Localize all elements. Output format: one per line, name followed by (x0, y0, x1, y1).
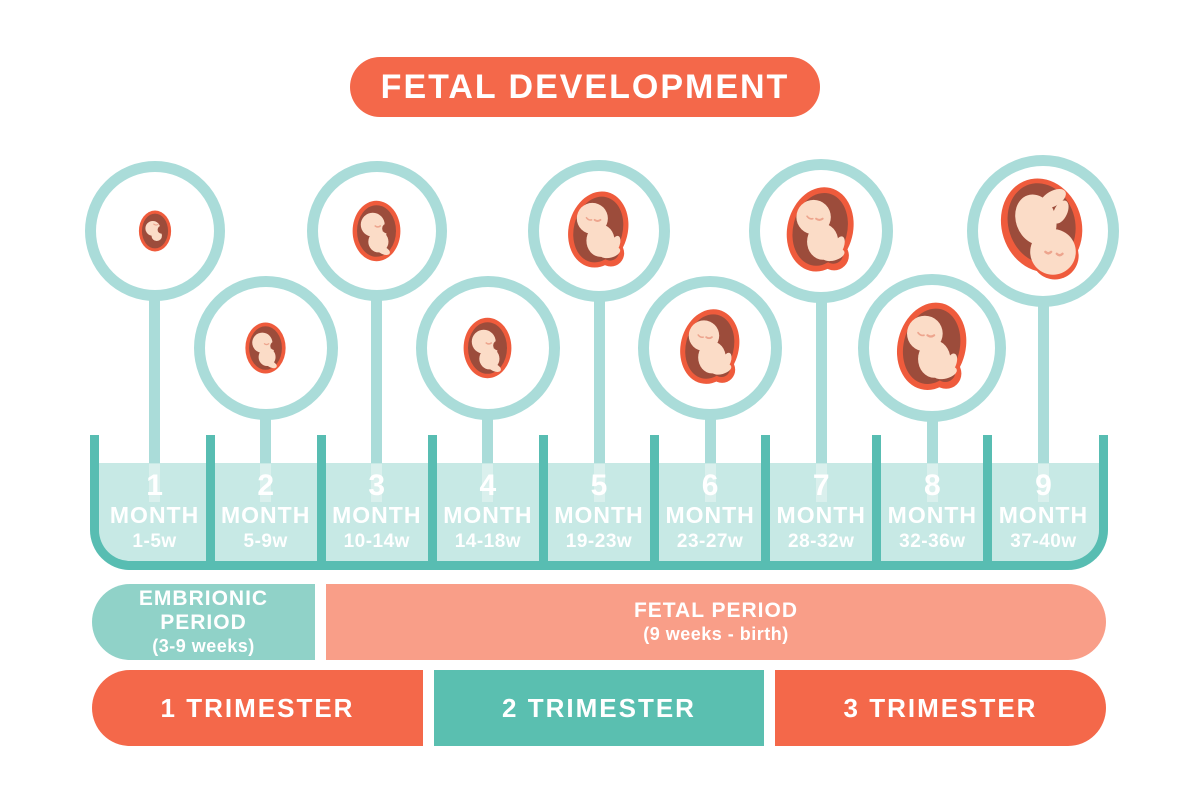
connector-stem (593, 231, 605, 467)
embrionic-period-bar: EMBRIONIC PERIOD (3-9 weeks) (92, 584, 315, 660)
month-cell: 4 MONTH 14-18w (432, 468, 543, 560)
trimester-1-bar: 1 TRIMESTER (92, 670, 423, 746)
month-label: MONTH (776, 502, 866, 528)
month-circle (193, 276, 338, 420)
trimester-2-bar: 2 TRIMESTER (434, 670, 764, 746)
connector-stem-under (149, 464, 161, 502)
month-label: MONTH (887, 502, 977, 528)
cell-divider (872, 435, 882, 561)
month-number: 5 (590, 469, 608, 502)
month-number: 1 (146, 469, 163, 502)
trimester-3-label: 3 TRIMESTER (843, 692, 1038, 723)
page-title: FETAL DEVELOPMENT (380, 67, 790, 106)
month-circle (638, 276, 783, 420)
month-circle (858, 274, 1007, 422)
month-cell: 2 MONTH 5-9w (210, 468, 321, 560)
month-cell: 3 MONTH 10-14w (321, 468, 432, 560)
connector-stem (371, 231, 383, 467)
month-circle (306, 161, 447, 301)
month-label: MONTH (332, 502, 422, 528)
fetus-icon (890, 295, 975, 401)
month-cell: 5 MONTH 19-23w (543, 468, 654, 560)
embrionic-period-line1: EMBRIONIC (138, 587, 269, 610)
connector-stem-under (704, 464, 716, 502)
connector-stem-under (926, 464, 938, 502)
fetus-icon (674, 303, 747, 393)
fetal-period-line1: FETAL PERIOD (633, 599, 799, 622)
month-circle (967, 155, 1120, 307)
month-label: MONTH (665, 502, 755, 528)
month-weeks: 32-36w (899, 531, 966, 552)
connector-stem-under (1037, 464, 1049, 502)
timeline-frame (90, 435, 1108, 570)
fetal-period-detail: (9 weeks - birth) (643, 624, 789, 644)
cell-divider (538, 435, 548, 561)
trimester-3-bar: 3 TRIMESTER (775, 670, 1106, 746)
trimester-1-label: 1 TRIMESTER (160, 692, 355, 723)
month-weeks: 10-14w (343, 531, 410, 552)
month-number: 9 (1035, 469, 1052, 502)
month-circle (749, 159, 894, 303)
cell-divider (427, 435, 437, 561)
month-number: 6 (701, 469, 719, 502)
month-weeks: 37-40w (1010, 531, 1077, 552)
cell-divider (650, 435, 660, 561)
connector-stem-under (260, 464, 272, 502)
month-circle (84, 161, 225, 301)
month-circle (415, 276, 560, 420)
month-cell: 7 MONTH 28-32w (766, 468, 877, 560)
month-number: 4 (479, 469, 497, 502)
month-number: 2 (257, 469, 274, 502)
connector-stem-under (815, 464, 827, 502)
month-number: 7 (812, 469, 830, 502)
cell-divider (983, 435, 993, 561)
connector-stem-under (482, 464, 494, 502)
month-label: MONTH (998, 502, 1089, 528)
month-weeks: 23-27w (676, 531, 744, 552)
connector-stem-under (593, 464, 605, 502)
month-circle (528, 160, 670, 302)
early-fetus-icon (345, 192, 408, 270)
cell-divider (761, 435, 771, 561)
month-weeks: 14-18w (454, 531, 522, 552)
month-label: MONTH (554, 502, 644, 528)
month-label: MONTH (443, 502, 533, 528)
month-number: 8 (923, 469, 941, 502)
cell-divider (205, 435, 215, 561)
connector-stem-under (371, 464, 383, 502)
month-cell: 6 MONTH 23-27w (655, 468, 766, 560)
cell-divider (316, 435, 326, 561)
connector-stem (149, 231, 161, 467)
month-cell: 1 MONTH 1-5w (99, 468, 210, 560)
fetus-icon (780, 180, 862, 282)
embryo-icon (133, 204, 177, 258)
trimester-2-label: 2 TRIMESTER (502, 692, 696, 723)
connector-stem (1037, 231, 1049, 467)
fetus-head-down-icon (996, 172, 1091, 290)
month-weeks: 5-9w (243, 531, 288, 552)
month-weeks: 28-32w (788, 531, 855, 552)
fetal-period-bar: FETAL PERIOD (9 weeks - birth) (326, 584, 1106, 660)
month-number: 3 (368, 469, 386, 502)
embrionic-period-detail: (3-9 weeks) (152, 636, 255, 656)
early-fetus-icon (456, 309, 519, 387)
month-weeks: 1-5w (132, 531, 177, 552)
month-weeks: 19-23w (565, 531, 633, 552)
month-cell: 9 MONTH 37-40w (988, 468, 1099, 560)
fetus-icon (562, 185, 636, 277)
month-label: MONTH (221, 502, 311, 528)
early-fetus-icon (239, 315, 292, 381)
embrionic-period-line2: PERIOD (160, 611, 247, 634)
title-banner: FETAL DEVELOPMENT (350, 57, 820, 117)
month-cell: 8 MONTH 32-36w (877, 468, 988, 560)
connector-stem (815, 231, 827, 467)
month-label: MONTH (109, 502, 200, 528)
